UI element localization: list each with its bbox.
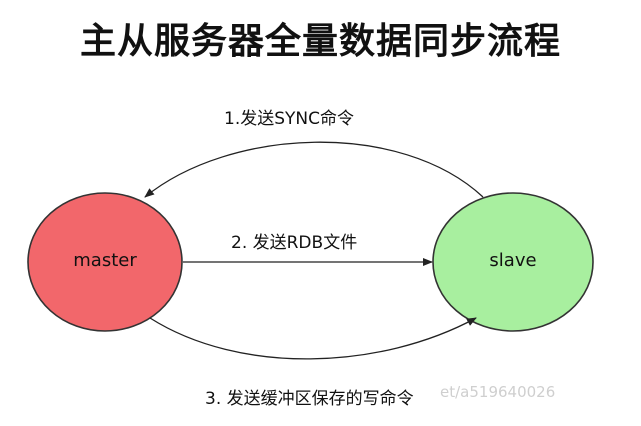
step-2-label: 2. 发送RDB文件 bbox=[231, 233, 358, 253]
watermark-text: et/a519640026 bbox=[440, 383, 556, 401]
sync-command-arrow bbox=[144, 141, 484, 198]
slave-label: slave bbox=[489, 250, 537, 271]
slave-node bbox=[432, 192, 594, 332]
diagram-title: 主从服务器全量数据同步流程 bbox=[79, 21, 561, 62]
master-label: master bbox=[73, 250, 137, 271]
step-1-label: 1.发送SYNC命令 bbox=[224, 109, 354, 129]
buffer-command-arrow bbox=[149, 317, 477, 360]
master-node bbox=[27, 192, 183, 332]
step-3-label: 3. 发送缓冲区保存的写命令 bbox=[205, 389, 414, 409]
